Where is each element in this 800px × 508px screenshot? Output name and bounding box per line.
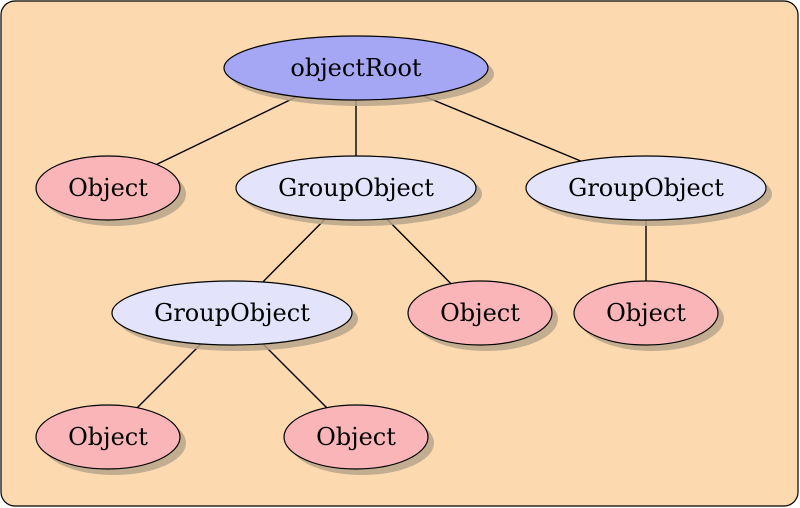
- node-label: GroupObject: [568, 174, 724, 202]
- edge-group-3-to-obj-5: [262, 343, 328, 409]
- node-ellipse: [407, 280, 553, 346]
- node-root: objectRoot: [223, 35, 494, 106]
- node-obj-2: Object: [407, 280, 558, 351]
- node-obj-3: Object: [573, 280, 724, 351]
- node-label: GroupObject: [154, 299, 310, 327]
- node-ellipse: [235, 155, 477, 221]
- edge-group-1-to-group-3: [262, 218, 326, 283]
- node-ellipse: [573, 280, 719, 346]
- node-obj-4: Object: [35, 404, 186, 475]
- node-group-1: GroupObject: [235, 155, 482, 226]
- node-label: objectRoot: [290, 54, 422, 82]
- node-label: Object: [606, 299, 686, 327]
- edge-root-to-obj-1: [156, 95, 298, 166]
- node-ellipse: [35, 404, 181, 470]
- edges: [136, 94, 647, 409]
- node-obj-1: Object: [35, 155, 186, 226]
- edge-group-3-to-obj-4: [136, 343, 202, 409]
- node-obj-5: Object: [283, 404, 434, 475]
- node-ellipse: [35, 155, 181, 221]
- node-ellipse: [223, 35, 489, 101]
- edge-group-1-to-obj-2: [386, 218, 452, 285]
- node-ellipse: [283, 404, 429, 470]
- node-label: Object: [440, 299, 520, 327]
- node-label: Object: [68, 174, 148, 202]
- node-ellipse: [525, 155, 767, 221]
- node-group-3: GroupObject: [111, 280, 358, 351]
- edge-root-to-group-2: [422, 94, 582, 162]
- node-label: Object: [316, 423, 396, 451]
- node-ellipse: [111, 280, 353, 346]
- node-label: Object: [68, 423, 148, 451]
- node-label: GroupObject: [278, 174, 434, 202]
- node-group-2: GroupObject: [525, 155, 772, 226]
